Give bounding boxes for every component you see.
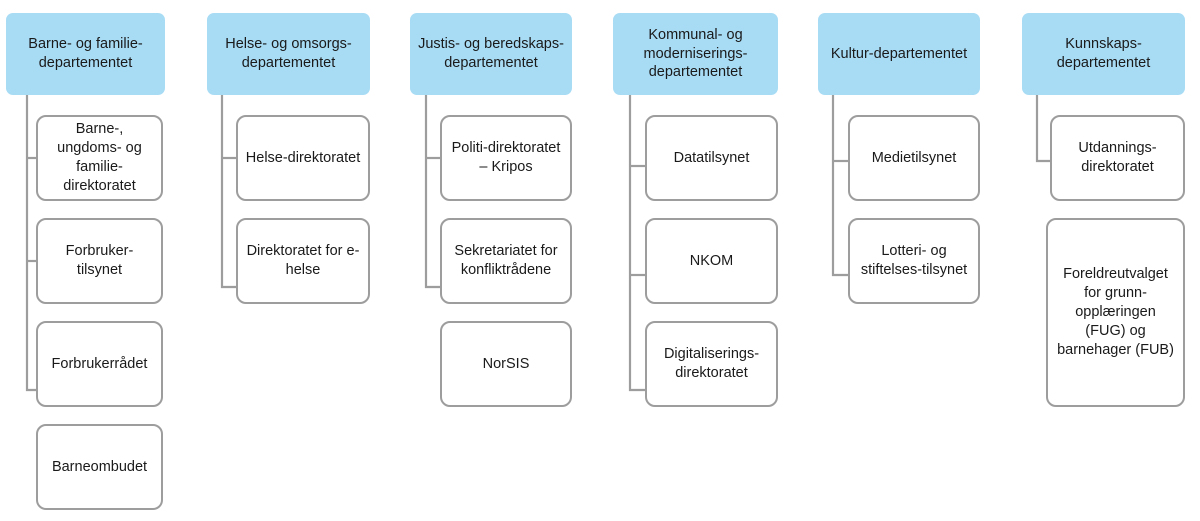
agency-label: Helse-direktoratet <box>245 149 361 166</box>
agency-box-helsedirektoratet[interactable]: Helse-direktoratet <box>236 115 370 201</box>
ministry-label: Justis- og beredskaps-departementet <box>418 36 564 71</box>
agency-label: Foreldreutvalget for grunn-opplæringen (… <box>1057 266 1174 358</box>
agency-box-foreldreutvalget-fug-fub[interactable]: Foreldreutvalget for grunn-opplæringen (… <box>1046 218 1185 407</box>
agency-box-forbrukerradet[interactable]: Forbrukerrådet <box>36 321 163 407</box>
agency-box-datatilsynet[interactable]: Datatilsynet <box>645 115 778 201</box>
agency-box-utdanningsdirektoratet[interactable]: Utdannings-direktoratet <box>1050 115 1185 201</box>
agency-box-norsis[interactable]: NorSIS <box>440 321 572 407</box>
agency-box-barneombudet[interactable]: Barneombudet <box>36 424 163 510</box>
agency-label: Datatilsynet <box>673 149 750 166</box>
agency-box-forbrukertilsynet[interactable]: Forbruker-tilsynet <box>36 218 163 304</box>
agency-label: Politi-direktoratet – Kripos <box>451 140 561 175</box>
agency-box-sekretariatet-for-konfliktradene[interactable]: Sekretariatet for konfliktrådene <box>440 218 572 304</box>
column-helse-og-omsorgsdepartementet: Helse- og omsorgs-departementet Helse-di… <box>0 0 400 521</box>
agency-label: Sekretariatet for konfliktrådene <box>454 243 558 278</box>
agency-box-nkom[interactable]: NKOM <box>645 218 778 304</box>
agency-box-medietilsynet[interactable]: Medietilsynet <box>848 115 980 201</box>
ministry-label: Kultur-departementet <box>830 45 968 62</box>
ministry-label: Kommunal- og moderniserings-departemente… <box>643 27 748 81</box>
column-kulturdepartementet: Kultur-departementet Medietilsynet Lotte… <box>818 13 980 304</box>
ministry-box-helse-og-omsorgsdepartementet[interactable]: Helse- og omsorgs-departementet <box>207 13 370 95</box>
ministry-label: Kunnskaps-departementet <box>1056 36 1151 71</box>
agency-box-direktoratet-for-e-helse[interactable]: Direktoratet for e-helse <box>236 218 370 304</box>
agency-label: Barneombudet <box>51 458 148 475</box>
agency-label: Medietilsynet <box>871 149 957 166</box>
agency-box-barne-ungdoms-og-familiedirektoratet[interactable]: Barne-, ungdoms- og familie-direktoratet <box>36 115 163 201</box>
ministry-label: Helse- og omsorgs-departementet <box>225 36 352 71</box>
ministry-box-barne-og-familiedepartementet[interactable]: Barne- og familie-departementet <box>6 13 165 95</box>
ministry-box-kommunal-og-moderniseringsdepartementet[interactable]: Kommunal- og moderniserings-departemente… <box>613 13 778 95</box>
ministry-box-kunnskapsdepartementet[interactable]: Kunnskaps-departementet <box>1022 13 1185 95</box>
agency-box-digitaliseringsdirektoratet[interactable]: Digitaliserings-direktoratet <box>645 321 778 407</box>
column-kommunal-og-moderniseringsdepartementet: Kommunal- og moderniserings-departemente… <box>613 13 778 407</box>
ministry-label: Barne- og familie-departementet <box>28 36 143 71</box>
agency-label: Utdannings-direktoratet <box>1078 140 1157 175</box>
agency-label: NKOM <box>689 252 734 269</box>
agency-label: NorSIS <box>482 355 530 372</box>
agency-box-politidirektoratet-kripos[interactable]: Politi-direktoratet – Kripos <box>440 115 572 201</box>
ministry-box-justis-og-beredskapsdepartementet[interactable]: Justis- og beredskaps-departementet <box>410 13 572 95</box>
agency-label: Direktoratet for e-helse <box>246 243 360 278</box>
ministry-box-kulturdepartementet[interactable]: Kultur-departementet <box>818 13 980 95</box>
agency-label: Lotteri- og stiftelses-tilsynet <box>860 243 968 278</box>
column-justis-og-beredskapsdepartementet: Justis- og beredskaps-departementet Poli… <box>410 13 572 407</box>
agency-label: Barne-, ungdoms- og familie-direktoratet <box>57 121 142 194</box>
agency-label: Forbrukerrådet <box>51 355 148 372</box>
agency-box-lotteri-og-stiftelsestilsynet[interactable]: Lotteri- og stiftelses-tilsynet <box>848 218 980 304</box>
agency-label: Forbruker-tilsynet <box>65 243 134 278</box>
column-barne-og-familiedepartementet: Barne- og familie-departementet Barne-, … <box>0 0 200 521</box>
agency-label: Digitaliserings-direktoratet <box>663 346 760 381</box>
